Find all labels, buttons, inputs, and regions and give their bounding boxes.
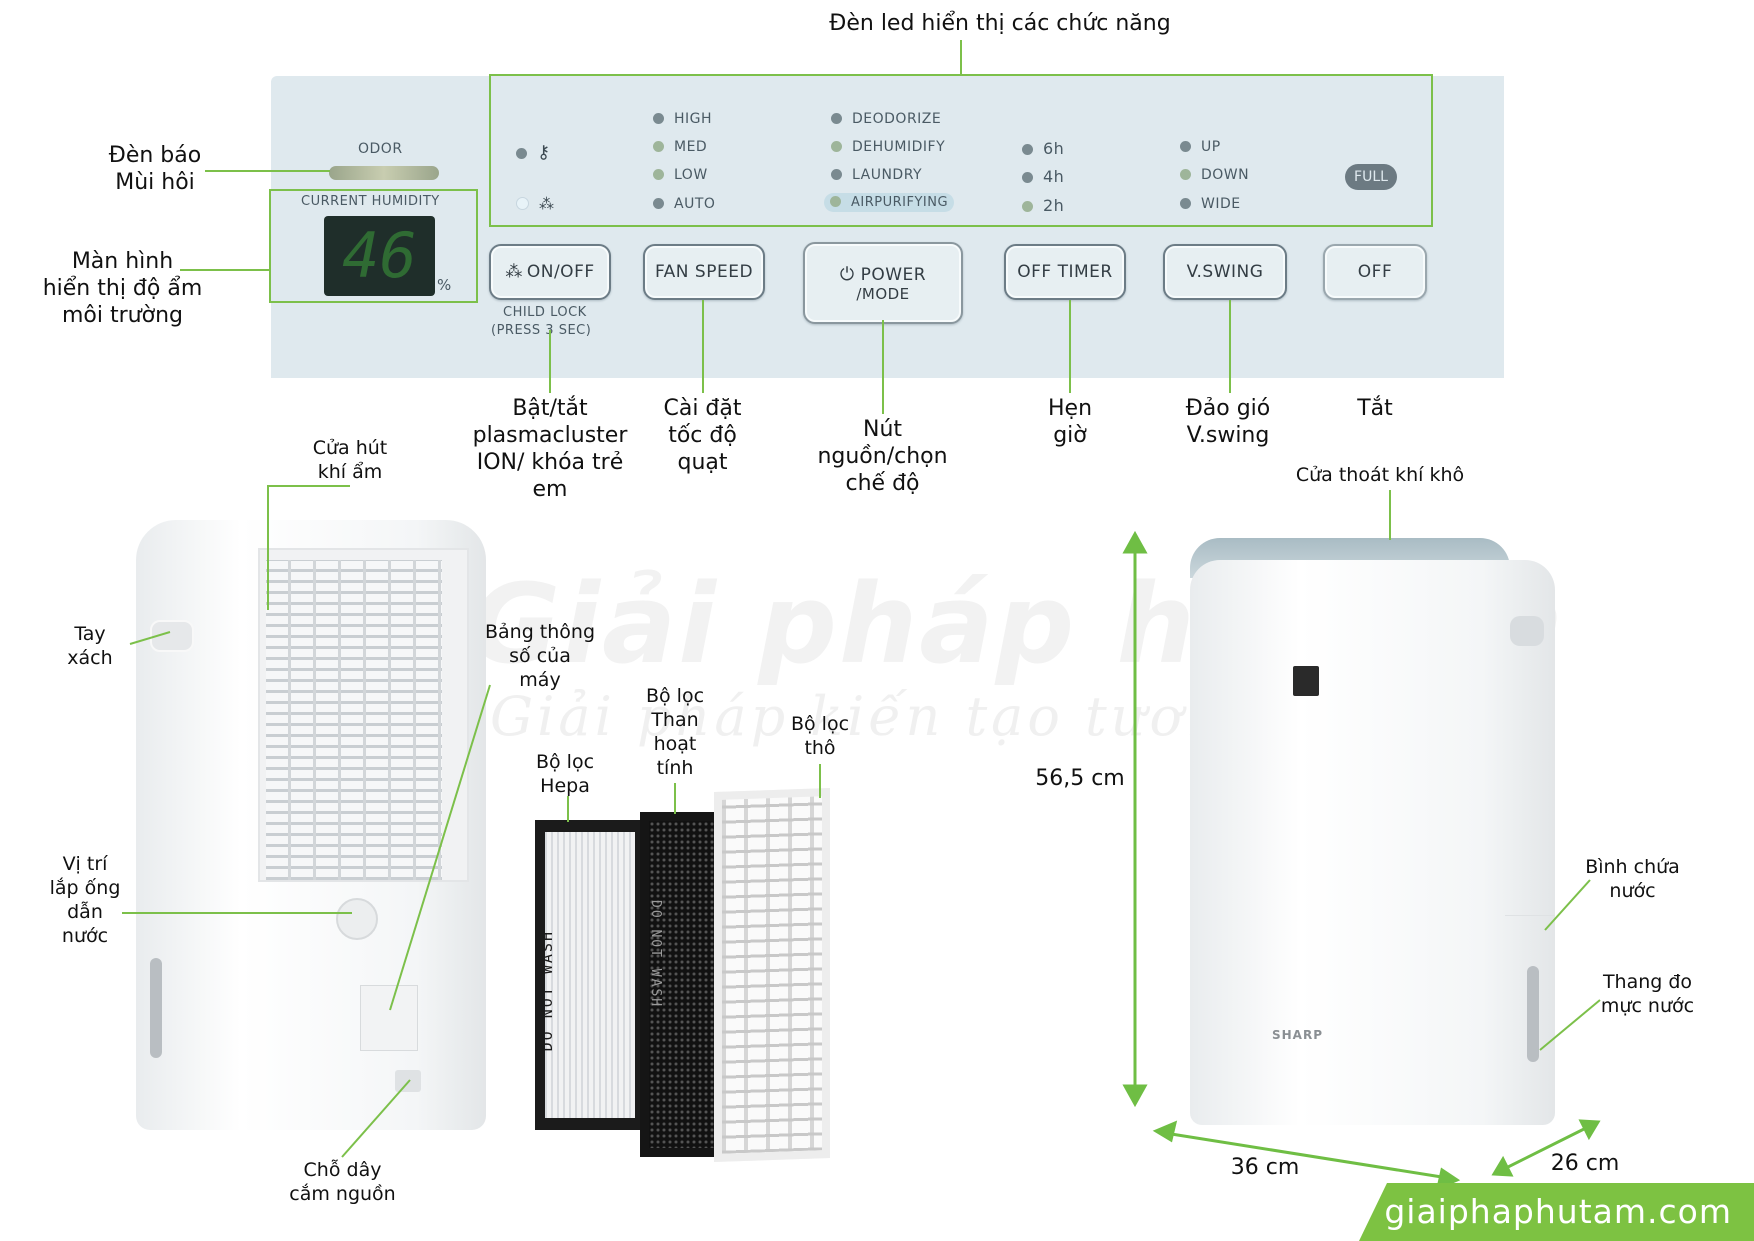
site-banner[interactable]: giaiphaphutam.com (1359, 1183, 1754, 1241)
led-auto: AUTO (653, 196, 715, 212)
child-lock-led: ⚷ (516, 142, 550, 163)
leader-water-level (1539, 999, 1601, 1051)
tank-seam (1505, 915, 1555, 916)
water-level-window (1527, 966, 1539, 1062)
dehumidifier-front-view (1190, 560, 1555, 1125)
led-up: UP (1180, 139, 1221, 155)
label-off: Tắt (1357, 396, 1393, 421)
label-spec-plate: Bảng thông số của máy (484, 621, 596, 691)
leader-intake (267, 485, 350, 610)
led-dehumidify: DEHUMIDIFY (831, 139, 945, 155)
percent-sign: % (437, 276, 452, 294)
label-power-mode: Nút nguồn/chọn chế độ (817, 417, 948, 496)
led-6h: 6h (1022, 139, 1064, 158)
onoff-button[interactable]: ⁂ON/OFF (489, 244, 611, 300)
label-depth: 26 cm (1550, 1151, 1620, 1176)
label-height: 56,5 cm (1035, 766, 1125, 791)
label-onoff: Bật/tắt plasmacluster ION/ khóa trẻ em (472, 396, 628, 502)
arrowhead-height-bottom (1122, 1084, 1148, 1108)
vswing-button[interactable]: V.SWING (1163, 244, 1287, 300)
arrowhead-width-left (1152, 1120, 1178, 1143)
label-humidity-screen: Màn hình hiển thị độ ẩm môi trường (42, 249, 203, 328)
label-hepa: Bộ lọc Hepa (535, 751, 595, 797)
led-panel-caption: Đèn led hiển thị các chức năng (829, 11, 1171, 36)
led-deodorize: DEODORIZE (831, 111, 941, 127)
led-wide: WIDE (1180, 196, 1241, 212)
drain-port (336, 898, 378, 940)
leader-power-cord (341, 1079, 411, 1158)
label-intake: Cửa hút khí ẩm (312, 437, 388, 483)
plasmacluster-icon: ⁂ (539, 195, 554, 213)
press-3-sec-label: (PRESS 3 SEC) (491, 323, 592, 338)
key-icon: ⚷ (537, 142, 551, 163)
label-drain-position: Vị trí lắp ống dẫn nước (49, 853, 121, 947)
label-power-cord: Chỗ dây cắm nguồn (289, 1159, 396, 1205)
arrowhead-height-top (1122, 530, 1148, 554)
led-down: DOWN (1180, 167, 1249, 183)
led-low: LOW (653, 167, 708, 183)
power-icon: ⏻ (839, 263, 855, 285)
led-2h: 2h (1022, 196, 1064, 215)
label-water-tank: Bình chứa nước (1585, 856, 1680, 902)
led-high: HIGH (653, 111, 712, 127)
label-width: 36 cm (1230, 1155, 1300, 1180)
leader-handle (129, 631, 171, 645)
label-water-level: Thang đo mực nước (1600, 971, 1695, 1017)
humidity-display-outline (269, 189, 478, 303)
side-handle (1510, 616, 1544, 646)
leader-spec-plate (389, 684, 491, 1011)
width-dimension-line (1164, 1131, 1449, 1180)
sharp-logo: SHARP (1272, 1028, 1324, 1042)
full-indicator: FULL (1345, 164, 1397, 190)
leader-water-tank (1544, 879, 1591, 931)
off-button[interactable]: OFF (1323, 244, 1427, 300)
intake-grille (266, 560, 442, 880)
label-outlet: Cửa thoát khí khô (1295, 464, 1465, 486)
label-carbon: Bộ lọc Than hoạt tính (645, 685, 705, 779)
current-humidity-label: CURRENT HUMIDITY (301, 194, 440, 209)
off-timer-button[interactable]: OFF TIMER (1004, 244, 1126, 300)
power-mode-button[interactable]: ⏻ POWER /MODE (803, 242, 963, 324)
led-laundry: LAUNDRY (831, 167, 922, 183)
spec-plate (360, 985, 418, 1051)
humidity-display: 46 (324, 216, 435, 296)
odor-indicator (329, 166, 439, 180)
label-fan-speed: Cài đặt tốc độ quạt (663, 396, 742, 475)
label-handle: Tay xách (67, 623, 113, 669)
label-coarse: Bộ lọc thô (790, 713, 850, 759)
led-4h: 4h (1022, 167, 1064, 186)
plasma-led: ⁂ (516, 194, 554, 213)
led-group-outline (489, 74, 1433, 227)
water-level-window-rear (150, 958, 162, 1058)
fan-speed-button[interactable]: FAN SPEED (643, 244, 765, 300)
label-timer: Hẹn giờ (1047, 396, 1093, 448)
led-med: MED (653, 139, 707, 155)
arrowhead-depth-right (1578, 1119, 1601, 1141)
odor-label: ODOR (358, 141, 403, 157)
plasmacluster-icon: ⁂ (505, 262, 523, 282)
child-lock-label: CHILD LOCK (503, 305, 587, 320)
plasmacluster-logo (1293, 666, 1319, 696)
depth-dimension-line (1501, 1124, 1591, 1172)
arrowhead-depth-left (1491, 1155, 1514, 1177)
carbon-filter-text: DO NOT WASH (648, 900, 663, 1009)
label-vswing: Đảo gió V.swing (1185, 396, 1271, 448)
label-odor-light: Đèn báo Mùi hôi (108, 143, 202, 195)
led-airpurifying: AIRPURIFYING (824, 193, 955, 212)
